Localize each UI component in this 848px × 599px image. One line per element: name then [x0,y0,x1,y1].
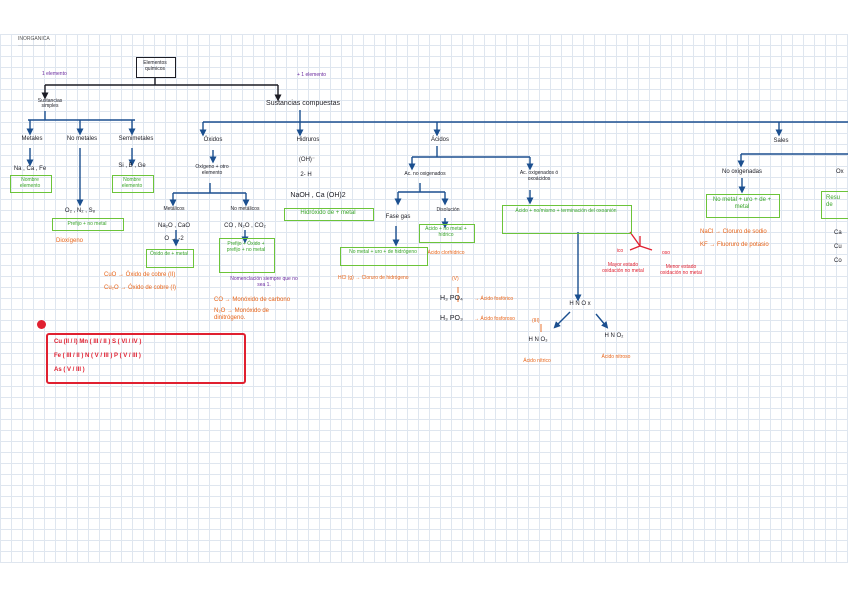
metalicos-rule: Óxido de + metal [150,251,188,257]
fase-gas-rule: No metal + uro + de hidrógeno [349,249,417,255]
h3po3-formula: H₃ PO₃ [440,315,463,322]
hno3-name: Ácido nítrico [523,358,551,364]
sales-cut-ex-3: Co [834,258,842,264]
ac-no-oxigenados-title: Ac. no oxigenados [404,171,446,177]
fase-gas-example: HCl (g) → Cloruro de hidrógeno [338,275,409,281]
metales-title: Metales [21,136,43,142]
no-metales-rule-box [52,218,124,231]
valencias-marker [37,320,46,329]
sales-example-2: KF → Fluoruro de potasio [700,242,769,248]
right-branch-note: + 1 elemento [297,72,327,78]
metalicos-rule-box [146,249,194,268]
oxidos-title: Óxidos [203,137,223,143]
sales-title: Sales [773,138,789,144]
no-metales-title: No metales [66,136,98,142]
disolucion-rule: Ácido + no metal + hídrico [425,226,467,238]
metales-rule: Nombre elemento [19,177,41,189]
oxidos-subtitle: Oxígeno + otro elemento [195,164,229,176]
metales-rule-box [10,175,52,193]
fase-gas-rule-box [340,247,428,266]
sales-cut-box [821,191,848,219]
no-metalicos-title: No metálicos [230,206,260,212]
disolucion-title: Disolución [436,207,460,213]
valencias-row-3: As ( V / III ) [54,367,85,373]
sales-cut-title: Ox [836,169,844,175]
h3po4-formula: H₃ PO₄ [440,295,463,302]
hidruros-title: Hidruros [296,137,320,143]
no-oxigenadas-title: No oxigenadas [721,169,763,175]
hidruros-rule-box [284,208,374,221]
fase-gas-title: Fase gas [385,214,411,220]
metales-examples: Na , Ca , Fe [13,166,47,172]
hno2-name: Ácido nitroso [601,354,631,360]
hnox-formula: H N O x [569,301,591,307]
oso-label: oso [661,250,671,256]
ico-note: Mayor estado oxidación no metal [602,262,644,274]
semimetales-rule-box [112,175,154,193]
sustancias-compuestas: Sustancias compuestas [266,100,340,107]
no-metales-example: Dioxígeno [56,238,84,244]
no-metalicos-note: Nomenclación siempre que no sea 1. [230,276,298,288]
hidruros-formula-1: (OH)⁻ [298,157,316,163]
semimetales-rule: Nombre elemento [121,177,143,189]
sales-cut-ex-1: Ca [834,230,842,236]
no-metalicos-rule: Prefijo + Óxido + prefijo + no metal [226,241,266,253]
acidos-title: Ácidos [430,137,450,143]
disolucion-example: Ácido clorhídrico [427,250,465,256]
h3po3-name: → Ácido fosforoso [474,316,515,322]
root-title: Elementos químicos [143,60,167,72]
ico-label: ico [616,248,624,254]
valencias-row-2: Fe ( III / II ) N ( V / III ) P ( V / II… [54,353,141,359]
oxoacido-rule: Ácido + no/mismo + terminación del oxoan… [515,208,617,214]
no-metales-examples: O₂ , N₂ , S₈ [64,208,96,214]
metalicos-formula: Na₂O , CaO [157,223,191,229]
metalicos-title: Metálicos [163,206,185,212]
sales-cut-rule: Resu de [826,195,841,208]
ox-nometal-example-1: CO → Monóxido de carbono [214,297,291,303]
sales-rule: No metal + uro + de + metal [712,197,772,210]
semimetales-title: Semimetales [118,136,154,142]
hidruros-rule: Hidróxido de + metal [300,210,356,216]
valencias-row-1: Cu (II / I) Mn ( III / II ) S ( VI / IV … [54,339,142,345]
hno3-formula: H N O₃ [528,337,548,343]
page-header-title: INORGANICA [18,36,50,42]
semimetales-examples: Si , B , Ge [118,163,146,169]
sustancias-simples: Sustancias simples [37,98,63,109]
oso-note: Menor estado oxidación no metal [660,264,702,276]
hidruros-formula-2: 2- H [300,172,312,178]
charge-iii: (III) [532,318,540,324]
charge-v: (V) [452,276,459,282]
root-box [136,57,176,78]
no-metalicos-formula: CO , N₂O , CO₂ [224,223,266,229]
oxoacido-rule-box [502,205,632,234]
hno2-formula: H N O₂ [604,333,624,339]
ox-metal-example-2: Cu₂O → Óxido de cobre (I) [104,285,177,291]
hidruros-formula-3: NaOH , Ca (OH)2 [290,192,346,199]
metalicos-charge: O → -2 [164,236,184,242]
ox-nometal-example-2: N₂O → Monóxido de dinitrógeno. [214,308,270,321]
sales-example-1: NaCl → Cloruro de sodio [700,229,767,235]
valencias-box [46,333,246,384]
ac-oxigenados-title: Ac. oxigenados ó oxoácidos [519,170,559,182]
ox-metal-example-1: CuO → Óxido de cobre (II) [104,272,176,278]
sales-cut-ex-2: Cu [834,244,842,250]
left-branch-note: 1 elemento [42,71,67,77]
no-metales-rule: Prefijo + no metal [67,221,107,227]
h3po4-name: → Ácido fosfórico [474,296,514,302]
page-header-subtitle: ——————— —— [18,42,56,47]
sales-rule-box [706,194,780,218]
